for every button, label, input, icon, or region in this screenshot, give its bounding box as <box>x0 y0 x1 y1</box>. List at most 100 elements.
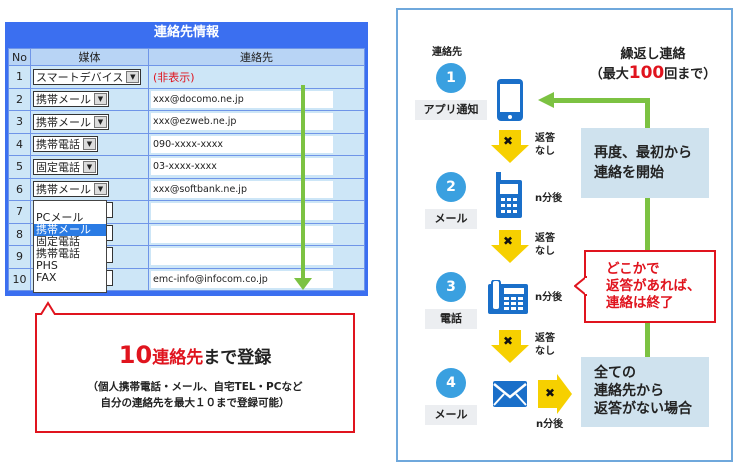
down-arrow <box>301 85 305 281</box>
no-reply-line: 連絡先から <box>594 383 664 399</box>
step-number-badge: 1 <box>436 63 466 93</box>
row-number: 9 <box>8 245 31 269</box>
desk-phone-icon <box>488 280 528 314</box>
contact-input[interactable] <box>151 225 333 243</box>
media-select[interactable]: 携帯メール▼ <box>33 113 109 130</box>
contact-hidden: (非表示) <box>153 70 195 84</box>
no-reply-label: 返答なし <box>535 232 555 258</box>
no-reply-a: 返答 <box>535 133 555 144</box>
repeat-sub-a: （最大 <box>589 67 629 82</box>
down-arrow-icon <box>499 230 521 246</box>
loop-line-top <box>552 98 650 103</box>
x-icon: ✖ <box>503 234 514 248</box>
media-select[interactable]: 携帯メール▼ <box>33 91 109 108</box>
callout-title-b: まで登録 <box>203 348 272 368</box>
x-icon: ✖ <box>503 134 514 148</box>
right-arrow-head-icon <box>557 374 572 414</box>
chevron-down-icon[interactable]: ▼ <box>94 93 107 106</box>
callout-line2: 自分の連絡先を最大１０まで登録可能） <box>100 397 290 409</box>
after-n-minutes: n分後 <box>536 419 564 430</box>
row-number: 3 <box>8 110 31 134</box>
media-select[interactable]: スマートデバイス▼ <box>33 68 142 85</box>
step-number-badge: 4 <box>436 368 466 398</box>
x-icon: ✖ <box>545 386 556 400</box>
header-media: 媒体 <box>30 48 149 66</box>
no-reply-a: 返答 <box>535 233 555 244</box>
contact-input[interactable] <box>151 248 333 266</box>
down-arrow-icon <box>499 330 521 346</box>
contact-input[interactable]: 03-xxxx-xxxx <box>151 158 333 176</box>
contact-input[interactable]: xxx@docomo.ne.jp <box>151 90 333 108</box>
media-select[interactable]: 固定電話▼ <box>33 158 98 175</box>
chevron-down-icon[interactable]: ▼ <box>83 160 96 173</box>
down-arrow-head-icon <box>491 345 529 363</box>
row-number: 10 <box>8 267 31 291</box>
step-number-badge: 2 <box>436 172 466 202</box>
media-select[interactable]: 携帯メール▼ <box>33 181 109 198</box>
no-reply-b: なし <box>535 346 555 357</box>
media-value: 携帯メール <box>36 115 91 129</box>
media-value: 携帯メール <box>36 93 91 107</box>
callout-title-a: 連絡先 <box>152 348 204 368</box>
callout-number: 10 <box>118 341 153 369</box>
envelope-icon <box>493 381 527 407</box>
dropdown-option[interactable]: PHS <box>36 259 58 272</box>
row-number: 5 <box>8 155 31 179</box>
step-label: アプリ通知 <box>415 100 487 120</box>
row-number: 4 <box>8 132 31 156</box>
header-contact: 連絡先 <box>148 48 365 66</box>
contact-input[interactable]: 090-xxxx-xxxx <box>151 135 333 153</box>
no-reply-box: 全ての連絡先から返答がない場合 <box>581 357 709 427</box>
dropdown-option[interactable]: 携帯電話 <box>36 247 80 260</box>
contact-input[interactable]: xxx@ezweb.ne.jp <box>151 113 333 131</box>
step-label: 電話 <box>425 309 477 329</box>
chevron-down-icon[interactable]: ▼ <box>83 138 96 151</box>
loop-line <box>645 100 650 380</box>
after-n-minutes: n分後 <box>535 292 563 303</box>
dropdown-option[interactable]: 携帯メール <box>34 224 106 236</box>
no-reply-a: 返答 <box>535 333 555 344</box>
header-no: No <box>8 48 31 66</box>
callout-line1: （個人携帯電話・メール、自宅TEL・PCなど <box>87 381 303 393</box>
row-number: 6 <box>8 177 31 201</box>
chevron-down-icon[interactable]: ▼ <box>94 183 107 196</box>
loop-arrow-icon <box>538 92 554 108</box>
callout-box: 10連絡先まで登録 （個人携帯電話・メール、自宅TEL・PCなど 自分の連絡先を… <box>35 313 355 433</box>
no-reply-label: 返答なし <box>535 132 555 158</box>
arrow-head-icon <box>294 278 312 290</box>
step-label: メール <box>425 209 477 229</box>
dropdown-option[interactable]: PCメール <box>36 211 84 224</box>
restart-line: 連絡を開始 <box>594 165 664 181</box>
repeat-sub-b: 回まで） <box>664 67 717 82</box>
chevron-down-icon[interactable]: ▼ <box>94 115 107 128</box>
restart-line: 再度、最初から <box>594 145 692 161</box>
stop-line: 返答があれば、 <box>606 278 701 294</box>
media-select[interactable]: 携帯電話▼ <box>33 136 98 153</box>
dropdown-option[interactable]: FAX <box>36 271 57 284</box>
contact-input[interactable]: xxx@softbank.ne.jp <box>151 180 333 198</box>
media-value: スマートデバイス <box>36 70 124 84</box>
step-number-badge: 3 <box>436 272 466 302</box>
down-arrow-head-icon <box>491 245 529 263</box>
no-reply-b: なし <box>535 246 555 257</box>
chevron-down-icon[interactable]: ▼ <box>126 70 140 83</box>
smartphone-icon <box>497 79 523 121</box>
restart-box: 再度、最初から連絡を開始 <box>581 128 709 198</box>
dropdown-option[interactable]: 固定電話 <box>36 235 80 248</box>
contact-input[interactable]: emc-info@infocom.co.jp <box>151 270 333 288</box>
after-n-minutes: n分後 <box>535 193 563 204</box>
down-arrow-icon <box>499 130 521 146</box>
repeat-title: 繰返し連絡 <box>620 47 686 62</box>
row-number: 8 <box>8 222 31 246</box>
stop-callout: どこかで返答があれば、連絡は終了 <box>584 250 716 323</box>
row-number: 1 <box>8 65 31 89</box>
contact-input[interactable] <box>151 203 333 221</box>
stop-line: 連絡は終了 <box>606 295 674 311</box>
